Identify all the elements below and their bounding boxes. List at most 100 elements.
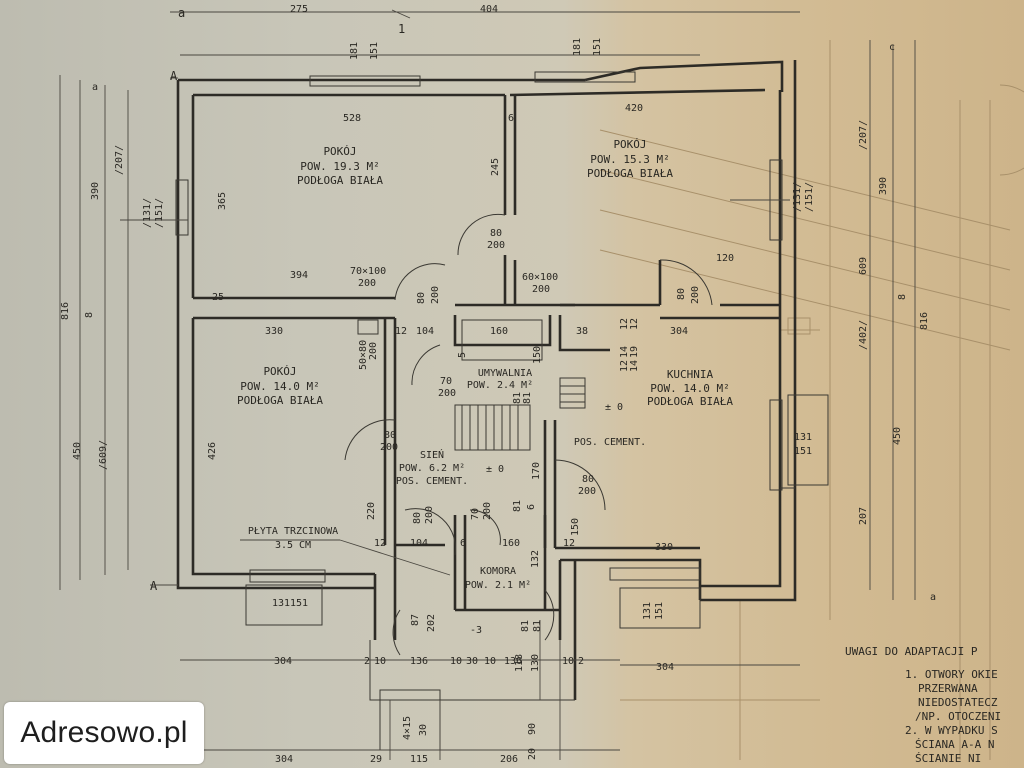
svg-text:8: 8 [897, 294, 908, 300]
svg-text:160: 160 [490, 326, 508, 337]
svg-text:12: 12 [629, 318, 640, 330]
svg-text:104: 104 [416, 326, 434, 337]
svg-text:6: 6 [508, 113, 514, 124]
svg-text:POS. CEMENT.: POS. CEMENT. [574, 437, 646, 448]
svg-text:± 0: ± 0 [605, 402, 623, 413]
svg-text:/131/: /131/ [142, 198, 153, 228]
svg-text:528: 528 [343, 113, 361, 124]
svg-text:404: 404 [480, 4, 498, 15]
svg-text:POS. CEMENT.: POS. CEMENT. [396, 476, 468, 487]
svg-text:181: 181 [349, 42, 360, 60]
svg-text:131: 131 [794, 432, 812, 443]
svg-text:90: 90 [527, 723, 538, 735]
svg-text:104: 104 [410, 538, 428, 549]
svg-text:UWAGI DO ADAPTACJI P: UWAGI DO ADAPTACJI P [845, 645, 978, 658]
door-swings [344, 213, 713, 656]
svg-text:10: 10 [450, 656, 462, 667]
svg-text:POW. 14.0 M²: POW. 14.0 M² [650, 382, 729, 395]
svg-text:POW. 14.0 M²: POW. 14.0 M² [240, 380, 319, 393]
svg-text:/151/: /151/ [804, 182, 815, 212]
svg-text:20: 20 [527, 748, 538, 760]
svg-text:200: 200 [424, 506, 435, 524]
svg-text:/207/: /207/ [114, 145, 125, 175]
svg-text:181: 181 [572, 38, 583, 56]
svg-text:6: 6 [526, 504, 537, 510]
notes-block: UWAGI DO ADAPTACJI P 1. OTWORY OKIE PRZE… [845, 645, 1001, 765]
svg-text:POKÓJ: POKÓJ [323, 145, 356, 158]
svg-text:c: c [889, 42, 895, 53]
svg-text:151: 151 [794, 446, 812, 457]
svg-text:304: 304 [656, 662, 674, 673]
svg-text:200: 200 [368, 342, 379, 360]
svg-text:PRZERWANA: PRZERWANA [918, 682, 978, 695]
svg-text:6: 6 [460, 538, 466, 549]
svg-text:POKÓJ: POKÓJ [613, 138, 646, 151]
staircase [454, 377, 586, 451]
svg-text:/207/: /207/ [858, 120, 869, 150]
svg-text:30: 30 [466, 656, 478, 667]
svg-text:816: 816 [919, 312, 930, 330]
svg-text:POW. 2.1 M²: POW. 2.1 M² [465, 580, 531, 591]
svg-text:14: 14 [619, 346, 630, 358]
svg-text:70: 70 [470, 508, 481, 520]
svg-text:PŁYTA TRZCINOWA: PŁYTA TRZCINOWA [248, 526, 338, 537]
svg-text:207: 207 [858, 507, 869, 525]
svg-text:10: 10 [374, 656, 386, 667]
svg-text:-3: -3 [470, 625, 482, 636]
svg-text:10: 10 [562, 656, 574, 667]
svg-text:NIEDOSTATECZ: NIEDOSTATECZ [918, 696, 998, 709]
misc-labels: POS. CEMENT. PŁYTA TRZCINOWA 3.5 CM ± 0 … [150, 6, 646, 636]
svg-text:PODŁOGA BIAŁA: PODŁOGA BIAŁA [587, 167, 673, 180]
svg-text:304: 304 [670, 326, 688, 337]
svg-text:81: 81 [512, 500, 523, 512]
svg-text:/NP. OTOCZENI: /NP. OTOCZENI [915, 710, 1001, 723]
svg-text:87: 87 [410, 614, 421, 626]
svg-text:81: 81 [512, 392, 523, 404]
svg-text:330: 330 [655, 542, 673, 553]
svg-text:151: 151 [290, 598, 308, 609]
svg-text:200: 200 [578, 486, 596, 497]
svg-text:390: 390 [878, 177, 889, 195]
svg-text:136: 136 [410, 656, 428, 667]
svg-text:330: 330 [265, 326, 283, 337]
svg-text:70: 70 [440, 376, 452, 387]
svg-text:365: 365 [217, 192, 228, 210]
svg-text:POW. 2.4 M²: POW. 2.4 M² [467, 380, 533, 391]
svg-text:200: 200 [487, 240, 505, 251]
svg-text:25: 25 [212, 292, 224, 303]
svg-text:394: 394 [290, 270, 308, 281]
room-label-umywalnia: UMYWALNIA POW. 2.4 M² [467, 368, 533, 391]
svg-text:POKÓJ: POKÓJ [263, 365, 296, 378]
svg-text:ŚCIANA A-A N: ŚCIANA A-A N [915, 738, 994, 751]
svg-text:130: 130 [530, 654, 541, 672]
svg-text:UMYWALNIA: UMYWALNIA [478, 368, 532, 379]
svg-text:275: 275 [290, 4, 308, 15]
svg-text:200: 200 [380, 442, 398, 453]
svg-text:131: 131 [272, 598, 290, 609]
svg-text:118: 118 [514, 654, 525, 672]
svg-text:2: 2 [578, 656, 584, 667]
svg-text:SIEŃ: SIEŃ [420, 448, 444, 461]
svg-text:ŚCIANIE NI: ŚCIANIE NI [915, 752, 981, 765]
svg-text:150: 150 [570, 518, 581, 536]
ghost-lines [599, 40, 1024, 760]
svg-text:390: 390 [90, 182, 101, 200]
svg-text:450: 450 [72, 442, 83, 460]
svg-text:200: 200 [482, 502, 493, 520]
dimension-lines [59, 9, 916, 760]
svg-text:POW. 6.2 M²: POW. 6.2 M² [399, 463, 465, 474]
svg-text:12: 12 [619, 318, 630, 330]
svg-text:a: a [930, 592, 936, 603]
svg-text:816: 816 [60, 302, 71, 320]
room-label-pokoj-3: POKÓJ POW. 14.0 M² PODŁOGA BIAŁA [237, 365, 323, 407]
svg-text:12: 12 [563, 538, 575, 549]
svg-text:131: 131 [642, 602, 653, 620]
svg-text:/131/: /131/ [792, 182, 803, 212]
svg-text:151: 151 [369, 42, 380, 60]
svg-text:30: 30 [418, 724, 429, 736]
dimension-texts: 275 404 181 151 181 151 528 6 420 365 24… [60, 4, 936, 765]
svg-text:80: 80 [676, 288, 687, 300]
svg-text:8: 8 [84, 312, 95, 318]
svg-text:POW. 19.3 M²: POW. 19.3 M² [300, 160, 379, 173]
